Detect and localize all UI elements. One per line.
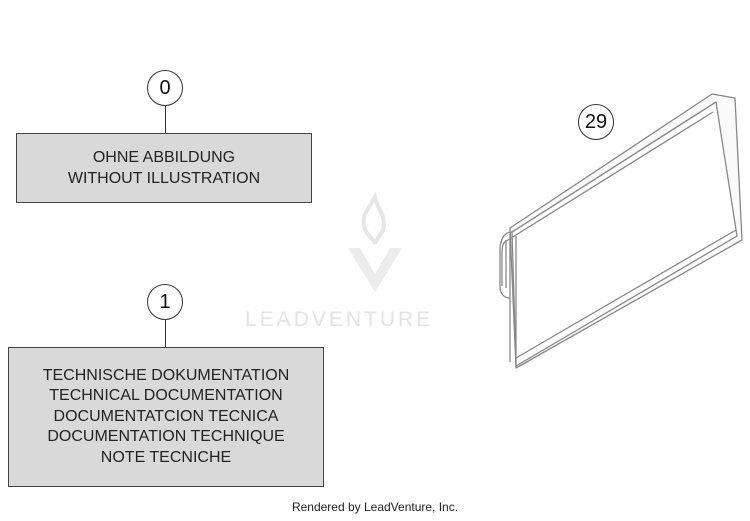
box1-line-3: DOCUMENTATCION TECNICA bbox=[53, 407, 279, 425]
box1-line-5: NOTE TECNICHE bbox=[100, 448, 232, 466]
box0-line-1: OHNE ABBILDUNG bbox=[92, 149, 236, 166]
box1-line-2: TECHNICAL DOCUMENTATION bbox=[49, 387, 283, 405]
label-box-without-illustration: OHNE ABBILDUNG WITHOUT ILLUSTRATION bbox=[16, 133, 312, 203]
callout-0: 0 bbox=[147, 70, 183, 106]
box0-line-2: WITHOUT ILLUSTRATION bbox=[67, 170, 261, 187]
document-folder-drawing bbox=[499, 93, 743, 369]
callout-1: 1 bbox=[147, 284, 183, 320]
callout-29: 29 bbox=[578, 104, 614, 140]
box1-line-4: DOCUMENTATION TECHNIQUE bbox=[47, 428, 285, 446]
footer-credit: Rendered by LeadVenture, Inc. bbox=[291, 500, 459, 514]
box1-line-1: TECHNISCHE DOKUMENTATION bbox=[42, 366, 290, 384]
watermark-text: LEADVENTURE bbox=[245, 308, 434, 331]
label-box-technical-documentation: TECHNISCHE DOKUMENTATION TECHNICAL DOCUM… bbox=[8, 347, 324, 487]
leader-line-0 bbox=[165, 106, 166, 133]
leadventure-logo-icon bbox=[348, 192, 402, 292]
leader-line-1 bbox=[165, 320, 166, 347]
